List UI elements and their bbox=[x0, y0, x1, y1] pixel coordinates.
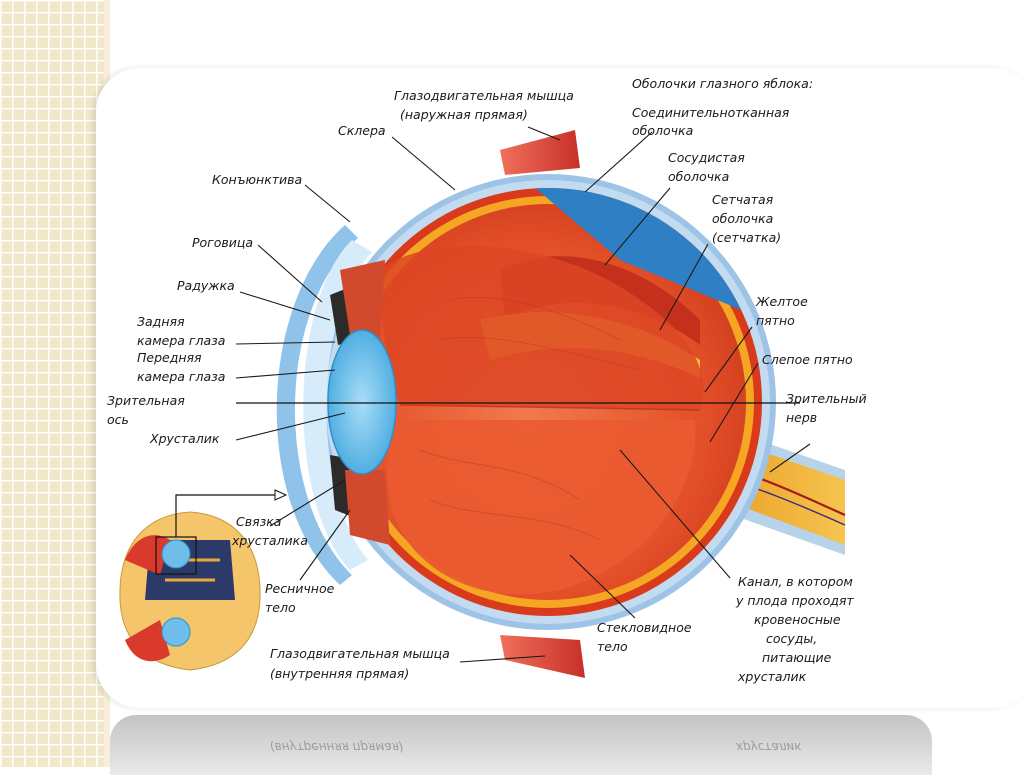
label-zonule-2: хрусталика bbox=[231, 533, 308, 548]
label-canal-2: у плода проходят bbox=[735, 593, 854, 608]
label-visual-axis-2: ось bbox=[107, 412, 129, 427]
muscle-outer bbox=[500, 130, 580, 175]
label-canal-5: питающие bbox=[762, 650, 832, 665]
label-zonule-1: Связка bbox=[236, 514, 281, 529]
label-cornea: Роговица bbox=[192, 235, 253, 250]
label-muscle-outer-1: Глазодвигательная мышца bbox=[394, 88, 574, 103]
label-vitreous-2: тело bbox=[597, 639, 628, 654]
label-fibrous-2: оболочка bbox=[632, 123, 693, 138]
label-canal-1: Канал, в котором bbox=[738, 574, 853, 589]
label-anterior-chamber-1: Передняя bbox=[137, 350, 202, 365]
label-choroid-2: оболочка bbox=[668, 169, 729, 184]
label-macula-2: пятно bbox=[756, 313, 795, 328]
label-canal-3: кровеносные bbox=[754, 612, 841, 627]
label-vitreous-1: Стекловидное bbox=[597, 620, 692, 635]
label-posterior-chamber-1: Задняя bbox=[137, 314, 185, 329]
label-anterior-chamber-2: камера глаза bbox=[137, 369, 225, 384]
label-optic-nerve-1: Зрительный bbox=[786, 391, 867, 406]
label-visual-axis-1: Зрительная bbox=[107, 393, 185, 408]
label-ciliary-body-2: тело bbox=[265, 600, 296, 615]
label-optic-nerve-2: нерв bbox=[786, 410, 817, 425]
label-canal-6: хрусталик bbox=[737, 669, 807, 684]
label-membranes-title: Оболочки глазного яблока: bbox=[632, 76, 813, 91]
label-fibrous-1: Соединительнотканная bbox=[632, 105, 790, 120]
label-posterior-chamber-2: камера глаза bbox=[137, 333, 225, 348]
label-conjunctiva: Конъюнктива bbox=[212, 172, 302, 187]
label-choroid-1: Сосудистая bbox=[668, 150, 745, 165]
label-muscle-inner-1: Глазодвигательная мышца bbox=[270, 646, 450, 661]
label-blind-spot: Слепое пятно bbox=[762, 352, 853, 367]
lens bbox=[328, 330, 396, 474]
label-iris: Радужка bbox=[177, 278, 235, 293]
label-retina-1: Сетчатая bbox=[712, 192, 774, 207]
label-retina-3: (сетчатка) bbox=[712, 230, 781, 245]
label-ciliary-body-1: Ресничное bbox=[265, 581, 335, 596]
label-sclera: Склера bbox=[338, 123, 386, 138]
label-muscle-outer-2: (наружная прямая) bbox=[400, 107, 528, 122]
label-canal-4: сосуды, bbox=[766, 631, 817, 646]
label-muscle-inner-2: (внутренняя прямая) bbox=[270, 666, 409, 681]
label-macula-1: Желтое bbox=[755, 294, 808, 309]
label-lens: Хрусталик bbox=[149, 431, 220, 446]
label-retina-2: оболочка bbox=[712, 211, 773, 226]
